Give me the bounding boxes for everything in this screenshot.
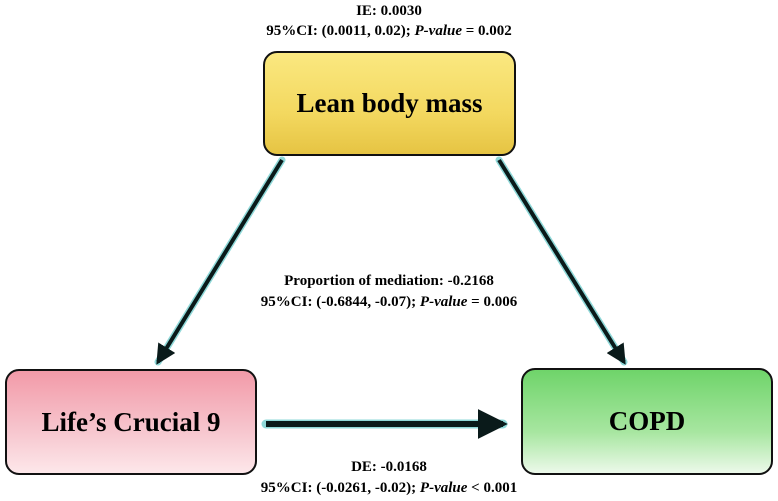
exposure-box: Life’s Crucial 9 [5, 369, 257, 475]
direct-effect-p-value: < 0.001 [467, 480, 518, 496]
outcome-label: COPD [608, 406, 686, 436]
outcome-box: COPD [521, 368, 773, 475]
indirect-effect-label: IE: 0.0030 [356, 3, 422, 19]
direct-effect-ci: 95%CI: (-0.0261, -0.02); P-value < 0.001 [0, 478, 778, 498]
direct-effect-ci-text: 95%CI: (-0.0261, -0.02); [260, 480, 420, 496]
proportion-mediation-ci: 95%CI: (-0.6844, -0.07); P-value = 0.006 [0, 292, 778, 312]
indirect-effect-p-label: P-value [414, 23, 462, 39]
proportion-mediation-ci-text: 95%CI: (-0.6844, -0.07); [260, 294, 420, 310]
direct-effect-p-label: P-value [419, 480, 468, 496]
mediator-box: Lean body mass [263, 51, 516, 156]
mediator-label: Lean body mass [296, 88, 483, 118]
proportion-mediation-p-value: = 0.006 [467, 294, 518, 310]
indirect-effect-ci-text: 95%CI: (0.0011, 0.02); [266, 23, 415, 39]
proportion-mediation-p-label: P-value [419, 294, 468, 310]
indirect-effect-ci: 95%CI: (0.0011, 0.02); P-value = 0.002 [0, 21, 778, 41]
arrow-mediator-to-outcome [495, 156, 628, 366]
proportion-mediation-label: Proportion of mediation: -0.2168 [284, 273, 494, 289]
indirect-effect-p-value: = 0.002 [462, 23, 512, 39]
arrow-mediator-to-exposure [154, 156, 286, 366]
direct-effect-label: DE: -0.0168 [351, 459, 427, 475]
exposure-label: Life’s Crucial 9 [41, 406, 221, 437]
